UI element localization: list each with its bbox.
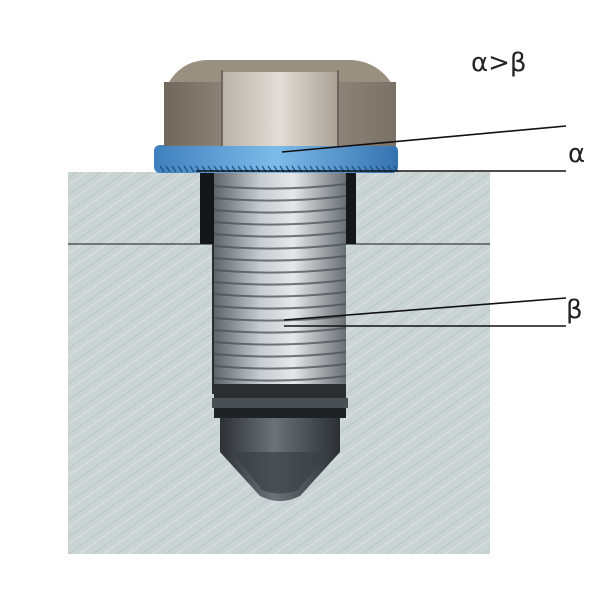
thread-line (213, 195, 347, 202)
thread-line (213, 339, 347, 346)
washer (154, 145, 398, 173)
washer-tooth (159, 165, 165, 173)
screw-threads (213, 183, 347, 382)
alpha-label: α (568, 139, 586, 169)
thread-line (213, 303, 347, 310)
thread-groove-ring-2 (214, 408, 346, 418)
thread-line (213, 279, 347, 286)
alpha-leader-lines (196, 125, 567, 172)
thread-groove-ring (214, 384, 346, 398)
thread-line (213, 207, 347, 214)
thread-line (213, 363, 347, 370)
thread-line (213, 255, 347, 262)
washer-tooth (183, 165, 189, 173)
washer-tooth (177, 165, 183, 173)
screw-tip-highlight (232, 452, 328, 494)
thread-line (213, 231, 347, 238)
thread-ring (212, 398, 348, 408)
thread-line (213, 219, 347, 226)
thread-line (213, 327, 347, 334)
thread-line (213, 375, 347, 382)
nut-face (222, 72, 338, 146)
comparison-label: α>β (471, 48, 527, 78)
beta-label: β (566, 295, 583, 325)
thread-line (213, 315, 347, 322)
washer-tooth (189, 165, 195, 173)
thread-line (213, 183, 347, 190)
thread-line (213, 267, 347, 274)
thread-line (213, 243, 347, 250)
beta-leader-lines (283, 297, 567, 327)
thread-line (213, 291, 347, 298)
thread-line (213, 351, 347, 358)
washer-tooth (171, 165, 177, 173)
washer-tooth (165, 165, 171, 173)
